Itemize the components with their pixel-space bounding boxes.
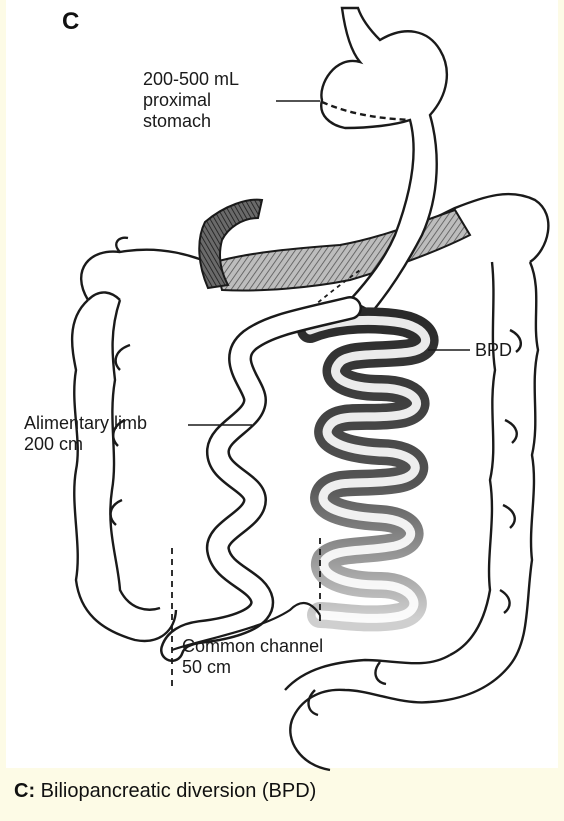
stomach-label: 200-500 mL proximal stomach — [143, 69, 239, 132]
panel-letter: C — [62, 8, 79, 36]
transverse-colon — [215, 210, 470, 291]
figure-caption: C: Biliopancreatic diversion (BPD) — [14, 780, 316, 803]
alimentary-limb-label: Alimentary limb 200 cm — [24, 413, 147, 455]
biliopancreatic-limb — [310, 320, 426, 618]
caption-text: Biliopancreatic diversion (BPD) — [35, 780, 316, 802]
bpd-label: BPD — [475, 340, 512, 361]
caption-prefix: C: — [14, 780, 35, 802]
common-channel-label: Common channel 50 cm — [182, 636, 323, 678]
